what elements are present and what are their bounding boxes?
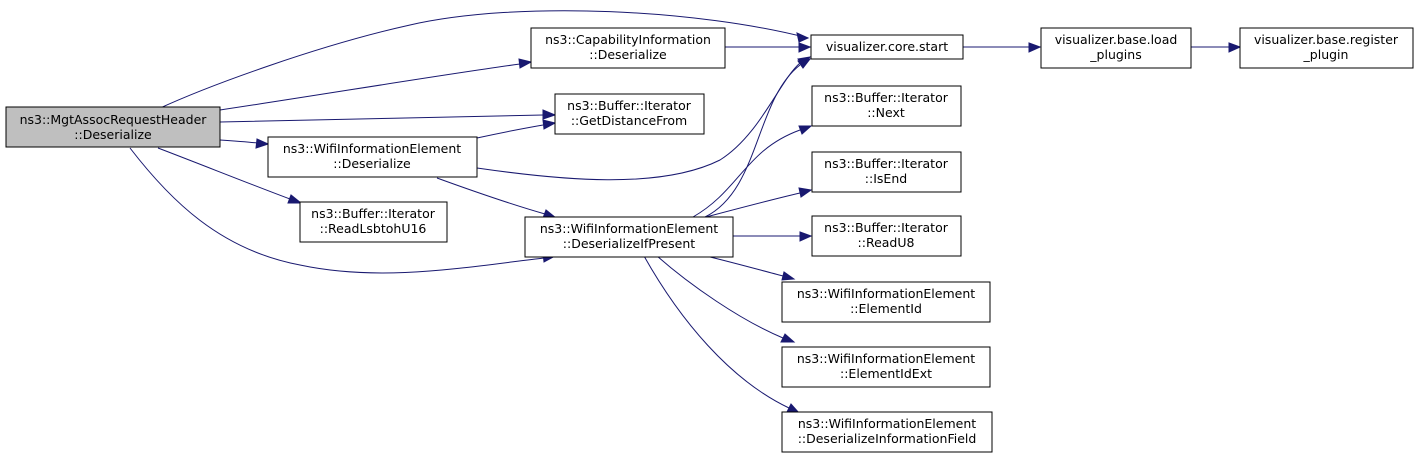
node-wifiinformationelement-elementid[interactable]: ns3::WifiInformationElement ::ElementId [781, 281, 991, 323]
node-visualizer-base-load-plugins[interactable]: visualizer.base.load _plugins [1040, 27, 1192, 69]
node-buffer-iterator-readlsbtohu16[interactable]: ns3::Buffer::Iterator ::ReadLsbtohU16 [299, 201, 448, 243]
node-line2: ::DeserializeIfPresent [563, 236, 695, 251]
edge-root-to-wiedeser [219, 138, 270, 149]
node-visualizer-base-register-plugin[interactable]: visualizer.base.register _plugin [1239, 27, 1414, 69]
node-buffer-iterator-readu8[interactable]: ns3::Buffer::Iterator ::ReadU8 [811, 215, 962, 257]
node-line2: ::IsEnd [865, 171, 907, 186]
node-line2: ::Next [867, 105, 905, 120]
node-line2: ::Deserialize [74, 127, 152, 142]
node-line1: ns3::WifiInformationElement [798, 416, 976, 431]
node-line1: visualizer.base.register [1254, 32, 1399, 47]
edge-root-to-readlsb [157, 147, 303, 204]
edge-capinfo-to-vstart [725, 42, 812, 53]
node-line1: ns3::Buffer::Iterator [311, 206, 436, 221]
edge-deserifpresent-to-next [692, 125, 813, 218]
node-line1: ns3::Buffer::Iterator [824, 220, 949, 235]
node-line1: visualizer.core.start [826, 39, 948, 54]
node-buffer-iterator-isend[interactable]: ns3::Buffer::Iterator ::IsEnd [811, 151, 962, 193]
node-line2: ::Deserialize [333, 156, 411, 171]
edge-wiedeser-to-deserifpresent [436, 177, 558, 219]
node-wifiinformationelement-elementidext[interactable]: ns3::WifiInformationElement ::ElementIdE… [781, 346, 991, 388]
node-line1: ns3::Buffer::Iterator [824, 90, 949, 105]
edge-deserifpresent-to-isend [705, 187, 813, 218]
node-wifiinformationelement-deserializeifpresent[interactable]: ns3::WifiInformationElement ::Deserializ… [524, 216, 734, 258]
call-nodes: ns3::MgtAssocRequestHeader ::Deserialize… [5, 27, 1414, 453]
node-wifiinformationelement-deserializeinformationfield[interactable]: ns3::WifiInformationElement ::Deserializ… [781, 411, 993, 453]
node-line1: ns3::WifiInformationElement [283, 141, 461, 156]
node-line2: ::ElementId [850, 301, 922, 316]
node-line1: visualizer.base.load [1055, 32, 1178, 47]
edge-wiedeser-to-getdist [476, 119, 557, 139]
node-line2: ::ElementIdExt [840, 366, 932, 381]
edge-deserifpresent-to-vstart [704, 58, 812, 218]
edge-vload-to-vreg [1191, 42, 1242, 53]
node-capabilityinformation-deserialize[interactable]: ns3::CapabilityInformation ::Deserialize [530, 27, 726, 69]
node-line1: ns3::WifiInformationElement [797, 286, 975, 301]
node-line1: ns3::MgtAssocRequestHeader [20, 112, 208, 127]
node-line1: ns3::Buffer::Iterator [824, 156, 949, 171]
node-buffer-iterator-next[interactable]: ns3::Buffer::Iterator ::Next [811, 85, 962, 127]
edge-vstart-to-vload [963, 42, 1042, 53]
node-line2: ::DeserializeInformationField [798, 431, 977, 446]
node-line2: ::Deserialize [589, 47, 667, 62]
node-line1: ns3::Buffer::Iterator [567, 98, 692, 113]
node-line1: ns3::WifiInformationElement [540, 221, 718, 236]
node-line2: ::GetDistanceFrom [571, 113, 687, 128]
edge-root-to-getdist [219, 109, 557, 123]
node-buffer-iterator-getdistancefrom[interactable]: ns3::Buffer::Iterator ::GetDistanceFrom [554, 93, 705, 135]
node-mgtassocrequestheader-deserialize[interactable]: ns3::MgtAssocRequestHeader ::Deserialize [5, 106, 221, 148]
node-line1: ns3::CapabilityInformation [545, 32, 711, 47]
edge-root-to-capinfo [219, 58, 533, 111]
node-line2: ::ReadU8 [858, 235, 915, 250]
node-line2: _plugins [1089, 47, 1141, 62]
edge-deserifpresent-to-elemid [705, 255, 796, 281]
call-edges [129, 10, 1242, 414]
edge-deserifpresent-to-elemidext [656, 255, 796, 343]
node-line2: ::ReadLsbtohU16 [320, 221, 427, 236]
edge-deserifpresent-to-readu8 [733, 231, 813, 242]
node-wifiinformationelement-deserialize[interactable]: ns3::WifiInformationElement ::Deserializ… [267, 136, 478, 178]
node-line2: _plugin [1303, 47, 1349, 62]
node-line1: ns3::WifiInformationElement [797, 351, 975, 366]
edge-root-to-vstart [157, 10, 810, 110]
node-visualizer-core-start[interactable]: visualizer.core.start [810, 34, 964, 60]
